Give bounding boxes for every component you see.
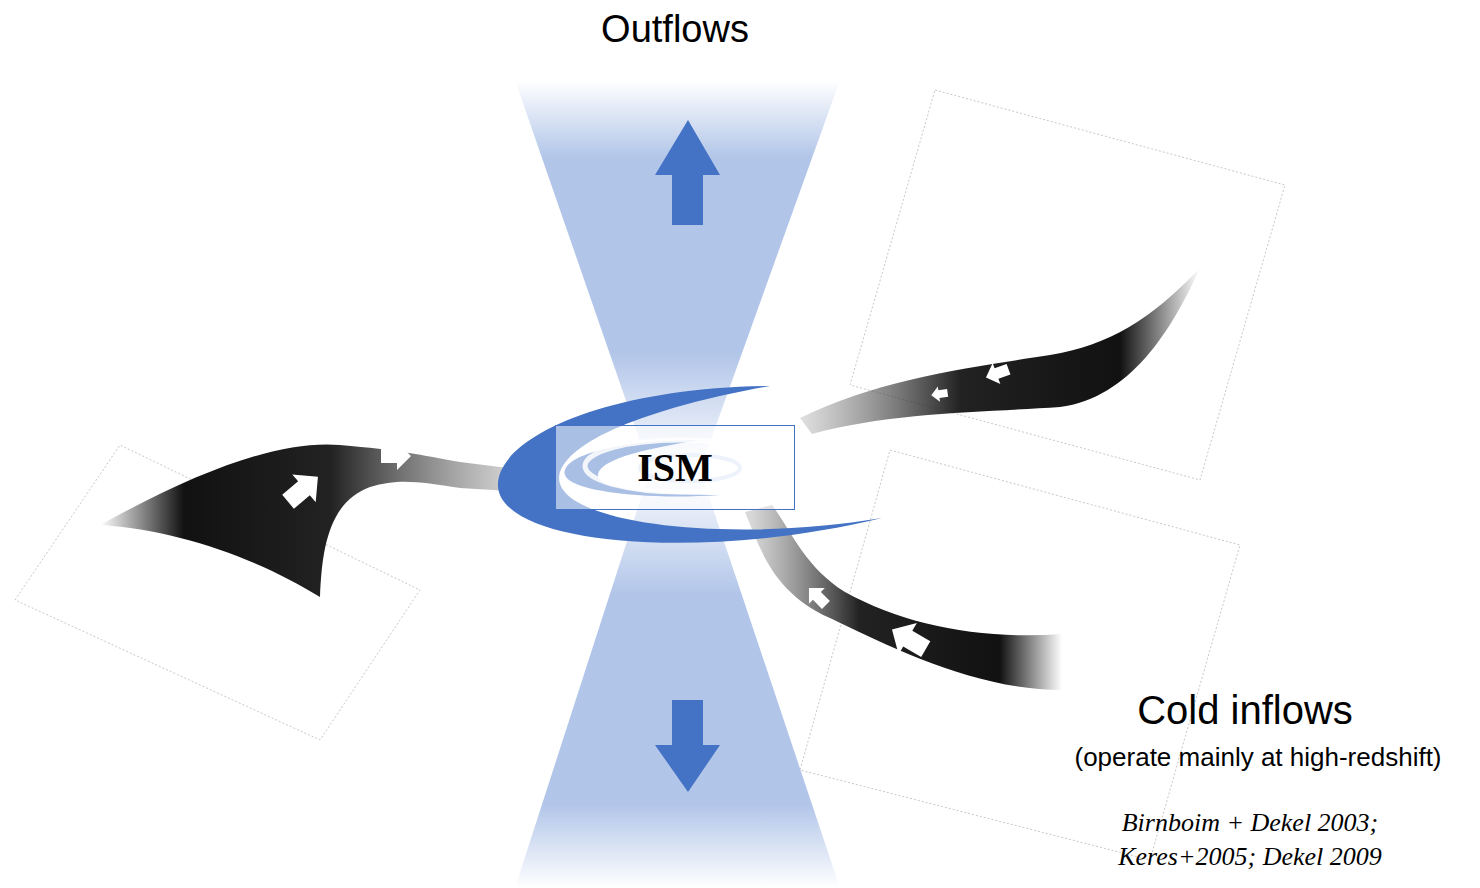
- spiral-galaxy: [498, 386, 882, 543]
- outflow-cone: [515, 80, 840, 470]
- outflow-arrow: [655, 700, 720, 792]
- outflow-arrow: [655, 120, 720, 225]
- cold-inflow-filament: [800, 268, 1200, 434]
- node-label: ISM: [637, 444, 713, 491]
- heading-label: Cold inflows: [1137, 688, 1353, 733]
- citation-label: Birnboim + Dekel 2003; Keres+2005; Dekel…: [1080, 806, 1420, 874]
- heading-label: Outflows: [601, 8, 749, 51]
- inflow-arrow: [276, 291, 1094, 665]
- cold-inflow-filament: [100, 444, 525, 597]
- ism-box: ISM: [555, 425, 795, 510]
- note-label: (operate mainly at high-redshift): [1074, 742, 1441, 773]
